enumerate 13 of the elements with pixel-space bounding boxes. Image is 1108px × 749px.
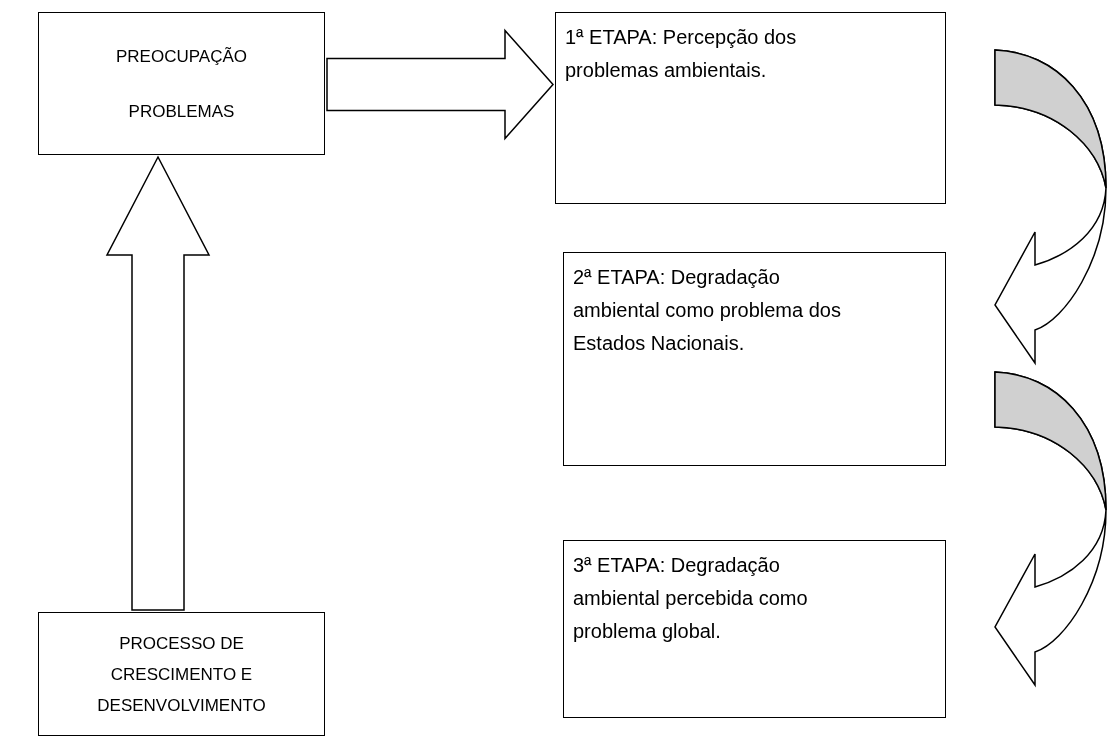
box-text: PROBLEMAS (128, 100, 235, 123)
box-text: PREOCUPAÇÃO (116, 45, 247, 68)
box-text: 1ª ETAPA: Percepção dos problemas ambientais. (565, 25, 798, 83)
text-box (38, 612, 325, 736)
block-arrow (326, 28, 554, 141)
box-text: 2ª ETAPA: Degradação ambiental como problema dos Estados Nacionais. (573, 265, 842, 356)
box-text: 3ª ETAPA: Degradação ambiental percebida como problema global. (573, 553, 809, 644)
text-box (555, 12, 946, 204)
text-box (563, 540, 946, 718)
text-box (38, 12, 325, 155)
block-arrow (105, 155, 211, 611)
text-box (563, 252, 946, 466)
box-text: PROCESSO DE CRESCIMENTO E DESENVOLVIMENTO (96, 632, 267, 717)
